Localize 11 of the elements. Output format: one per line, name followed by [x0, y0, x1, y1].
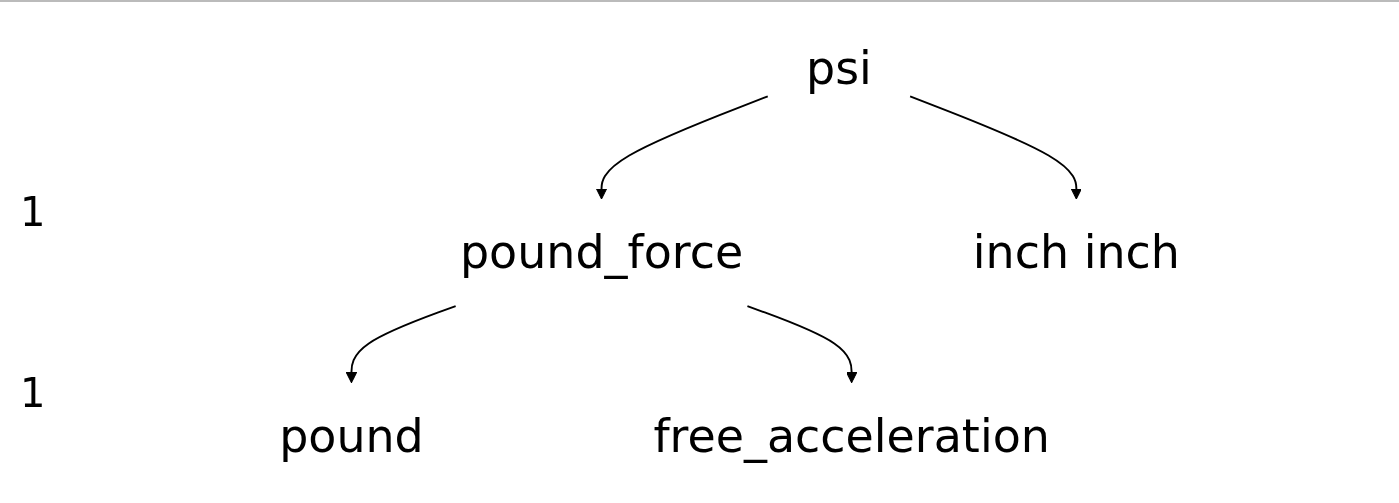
row-number: 1 — [20, 369, 47, 416]
arrow — [345, 305, 457, 384]
node-text: pound — [279, 409, 424, 462]
row-number: 1 — [20, 189, 47, 236]
node-text: inch inch — [972, 225, 1180, 279]
node-text: pound_force — [459, 225, 744, 279]
arrow — [909, 95, 1082, 200]
arrow — [746, 305, 858, 384]
node-text: free_acceleration — [653, 409, 1050, 462]
node-text: psi — [806, 42, 872, 95]
arrow — [595, 95, 769, 200]
